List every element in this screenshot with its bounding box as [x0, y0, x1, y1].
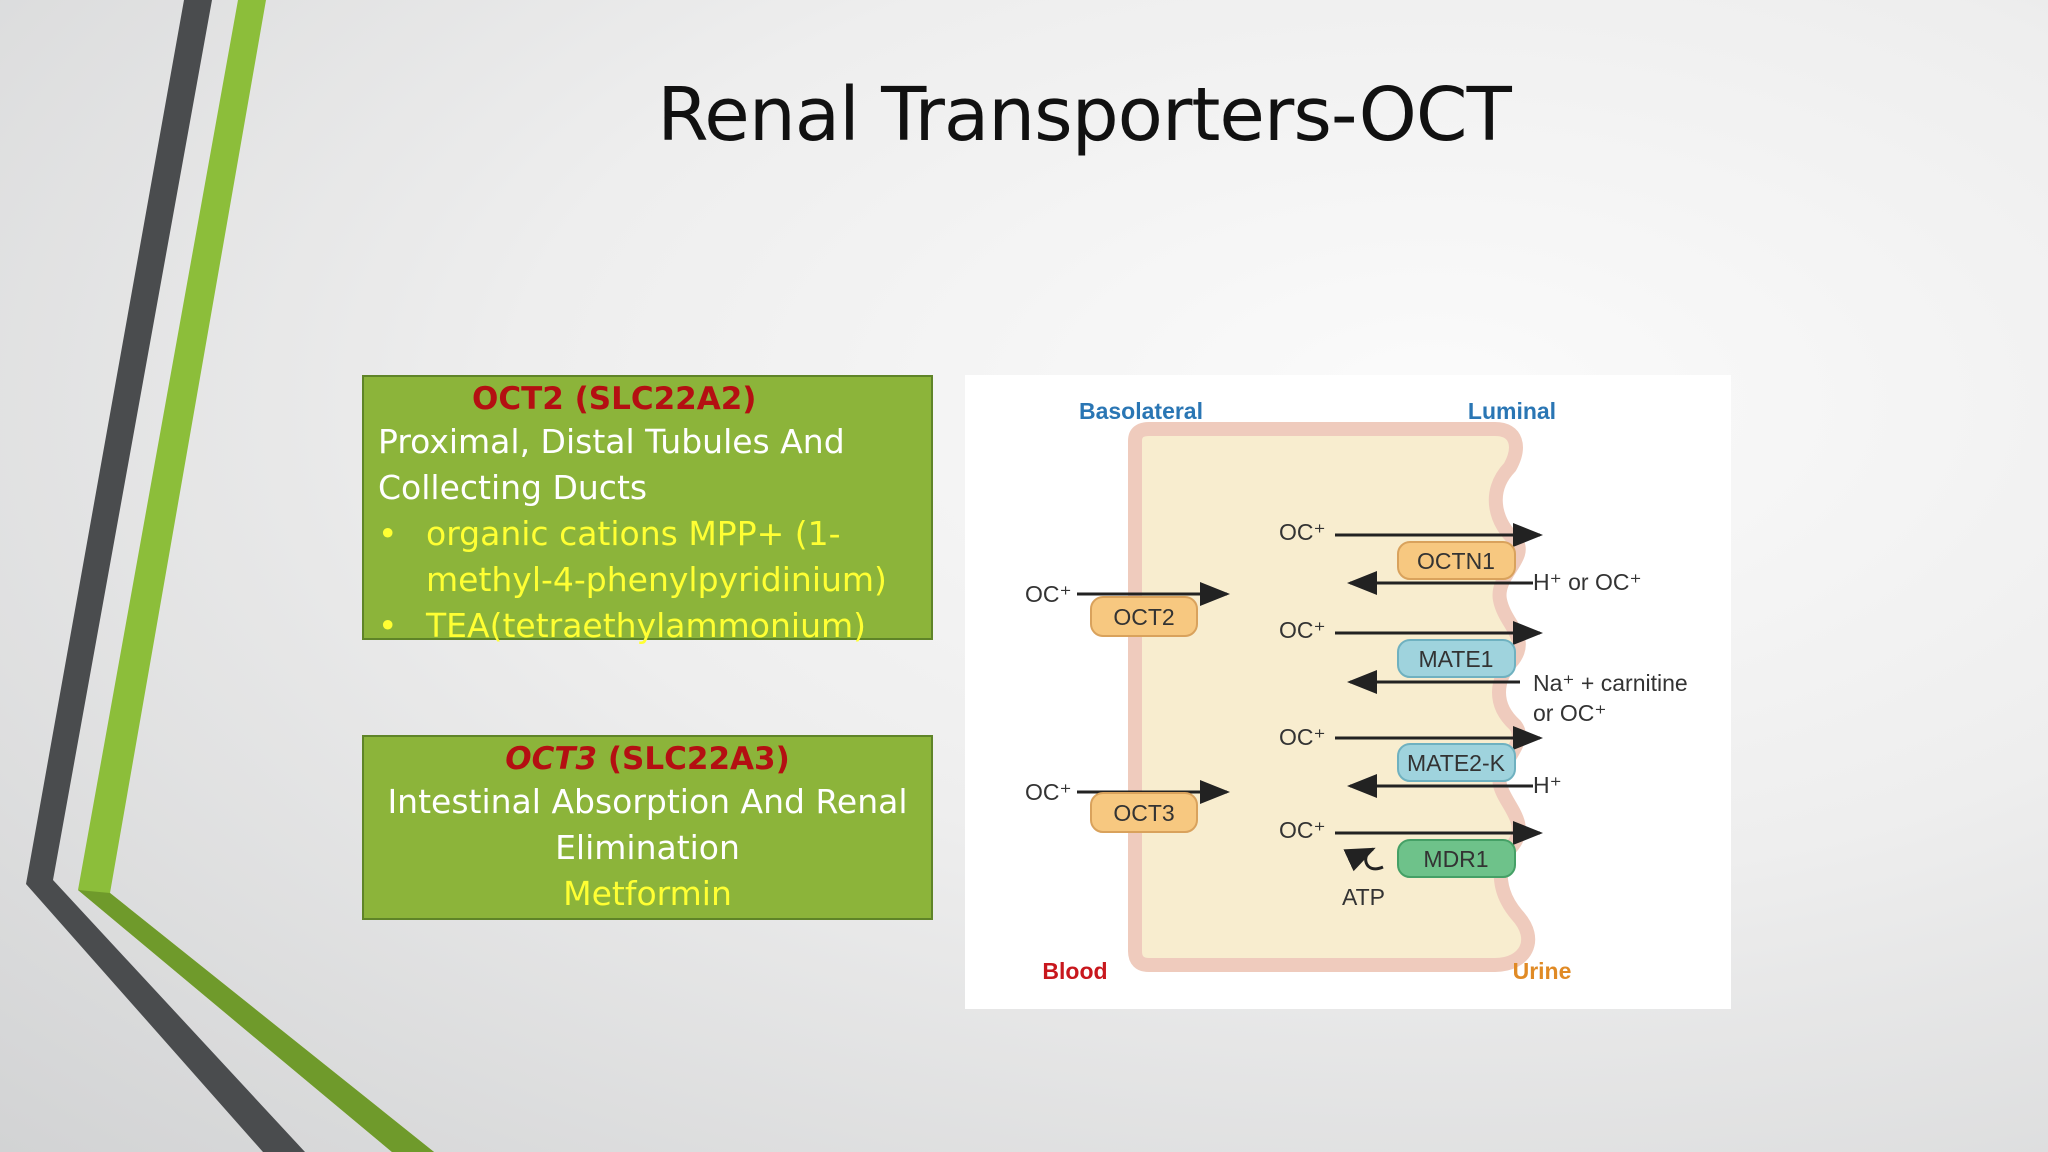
atp-label: ATP — [1342, 884, 1385, 910]
oct3-heading-gene: (SLC22A3) — [597, 741, 790, 777]
oct2-substrate-list: • organic cations MPP+ (1-methyl-4-pheny… — [378, 511, 917, 649]
label-urine: Urine — [1513, 958, 1572, 984]
oct2-info-box: OCT2 (SLC22A2) Proximal, Distal Tubules … — [362, 375, 933, 645]
oct3-transporter — [1090, 792, 1198, 833]
oct3-info-box: OCT3 (SLC22A3) Intestinal Absorption And… — [362, 735, 933, 920]
oc-label: OC⁺ — [1025, 779, 1072, 805]
mate1-transporter — [1397, 639, 1516, 678]
counter-ion-mate1-alt: or OC⁺ — [1533, 700, 1606, 726]
list-item: • organic cations MPP+ (1-methyl-4-pheny… — [378, 511, 917, 603]
oct2-location-line1: Proximal, Distal Tubules And — [378, 422, 845, 461]
oct3-heading: OCT3 (SLC22A3) — [374, 739, 921, 779]
oc-label: OC⁺ — [1279, 724, 1326, 750]
counter-ion-mate1: Na⁺ + carnitine — [1533, 670, 1688, 696]
oct3-location-line2: Elimination — [555, 828, 740, 867]
oct2-substrate-2: TEA(tetraethylammonium) — [426, 606, 867, 645]
slide-title: Renal Transporters-OCT — [657, 72, 1512, 158]
oct3-location-line1: Intestinal Absorption And Renal — [387, 782, 908, 821]
oct3-drug: Metformin — [563, 874, 732, 913]
oct2-transporter-label: OCT2 — [1113, 604, 1174, 630]
oct2-transporter — [1090, 596, 1198, 637]
bullet-icon: • — [378, 514, 398, 553]
oc-label: OC⁺ — [1279, 519, 1326, 545]
green-chevron-band — [78, 0, 434, 1152]
renal-transporter-diagram: Basolateral Luminal Blood Urine OC⁺ OC⁺ … — [965, 375, 1731, 1009]
mdr1-transporter-label: MDR1 — [1423, 846, 1488, 872]
mate2k-transporter — [1397, 743, 1516, 782]
mate2k-transporter-label: MATE2-K — [1407, 750, 1506, 776]
oct3-transporter-label: OCT3 — [1113, 800, 1174, 826]
octn1-transporter — [1397, 541, 1516, 580]
oc-label: OC⁺ — [1279, 617, 1326, 643]
counter-ion-mate2k: H⁺ — [1533, 772, 1562, 798]
octn1-transporter-label: OCTN1 — [1417, 548, 1495, 574]
gray-chevron-band — [26, 0, 305, 1152]
mate1-transporter-label: MATE1 — [1419, 646, 1494, 672]
oc-label: OC⁺ — [1279, 817, 1326, 843]
label-blood: Blood — [1042, 958, 1107, 984]
mdr1-transporter — [1397, 839, 1516, 878]
counter-ion-octn1: H⁺ or OC⁺ — [1533, 569, 1642, 595]
bullet-icon: • — [378, 606, 398, 645]
label-luminal: Luminal — [1468, 398, 1556, 424]
oct3-heading-name: OCT3 — [505, 741, 598, 777]
dark-green-shadow — [78, 890, 434, 1152]
oc-label: OC⁺ — [1025, 581, 1072, 607]
oct2-location-line2: Collecting Ducts — [378, 468, 648, 507]
label-basolateral: Basolateral — [1079, 398, 1203, 424]
tubule-cell — [1128, 422, 1536, 972]
oct2-substrate-1: organic cations MPP+ (1-methyl-4-phenylp… — [426, 514, 887, 599]
oct2-heading: OCT2 (SLC22A2) — [472, 381, 757, 417]
atp-hydrolysis-arrow — [1343, 847, 1384, 872]
list-item: • TEA(tetraethylammonium) — [378, 603, 917, 649]
